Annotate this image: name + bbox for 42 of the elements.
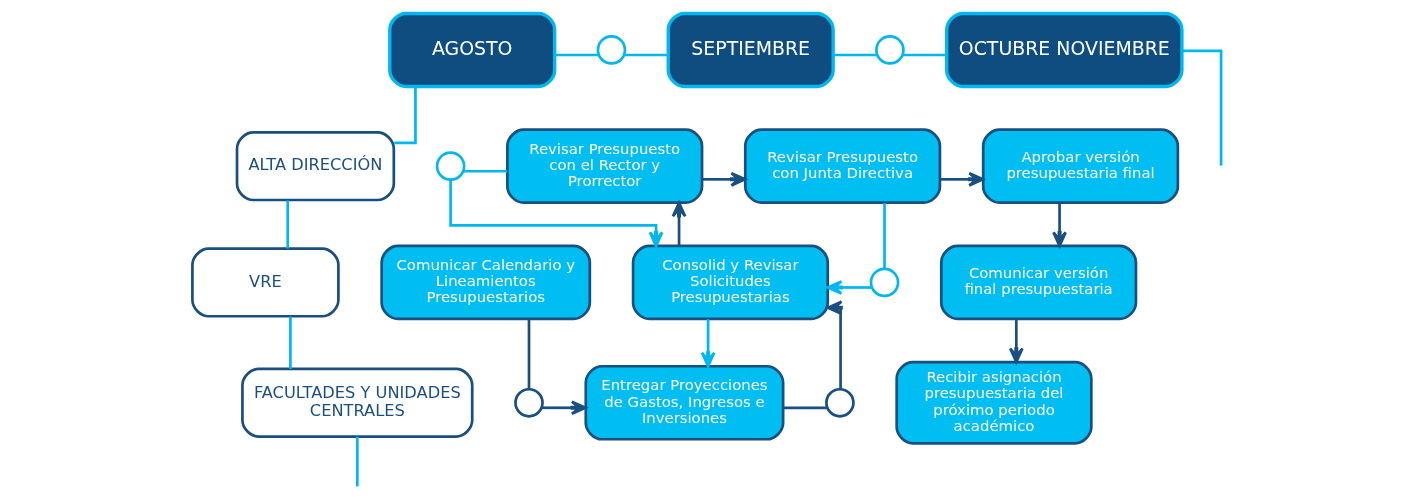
- arrow: [541, 400, 587, 416]
- arrow: [702, 171, 747, 187]
- arrow: [1052, 203, 1067, 248]
- arrow: [1008, 319, 1024, 364]
- connector: [624, 53, 668, 57]
- node-box: Aprobar versión presupuestaria final: [981, 128, 1180, 205]
- connector: [903, 53, 947, 57]
- node-box: OCTUBRE NOVIEMBRE: [945, 11, 1184, 89]
- connector: [883, 203, 886, 269]
- connector: [833, 53, 877, 57]
- connector: [554, 53, 599, 57]
- node-circle: [435, 151, 466, 182]
- connector: [783, 406, 828, 410]
- node-box: AGOSTO: [388, 11, 557, 89]
- arrow: [449, 179, 664, 248]
- node-box: Consolid y Revisar Solicitudes Presupuestarias: [631, 244, 830, 321]
- arrow: [940, 171, 985, 187]
- connector: [355, 436, 359, 487]
- node-box: SEPTIEMBRE: [666, 11, 835, 89]
- node-box: VRE: [191, 247, 340, 318]
- node-circle: [825, 387, 855, 418]
- node-circle: [596, 35, 627, 65]
- arrow: [826, 300, 843, 390]
- arrow: [700, 319, 716, 368]
- connector: [527, 319, 531, 389]
- connector: [289, 316, 292, 369]
- node-box: ALTA DIRECCIÓN: [235, 131, 396, 202]
- connector: [1181, 49, 1223, 166]
- node-box: Comunicar versión final presupuestaria: [939, 244, 1138, 321]
- node-circle: [514, 387, 544, 418]
- arrow: [671, 201, 687, 246]
- node-box: Revisar Presupuesto con el Rector y Prorrector: [506, 128, 704, 205]
- node-circle: [869, 267, 900, 298]
- connector: [286, 200, 290, 249]
- node-box: Recibir asignación presupuestaria del próximo periodo académico: [895, 360, 1093, 445]
- node-box: FACULTADES Y UNIDADES CENTRALES: [241, 367, 474, 438]
- arrow: [826, 280, 872, 295]
- node-box: Entregar Proyecciones de Gastos, Ingresos e Inversiones: [584, 364, 785, 441]
- node-box: Comunicar Calendario y Lineamientos Presupuestarios: [380, 244, 592, 321]
- node-circle: [875, 35, 905, 65]
- node-box: Revisar Presupuesto con Junta Directiva: [743, 128, 942, 205]
- connector: [463, 169, 508, 173]
